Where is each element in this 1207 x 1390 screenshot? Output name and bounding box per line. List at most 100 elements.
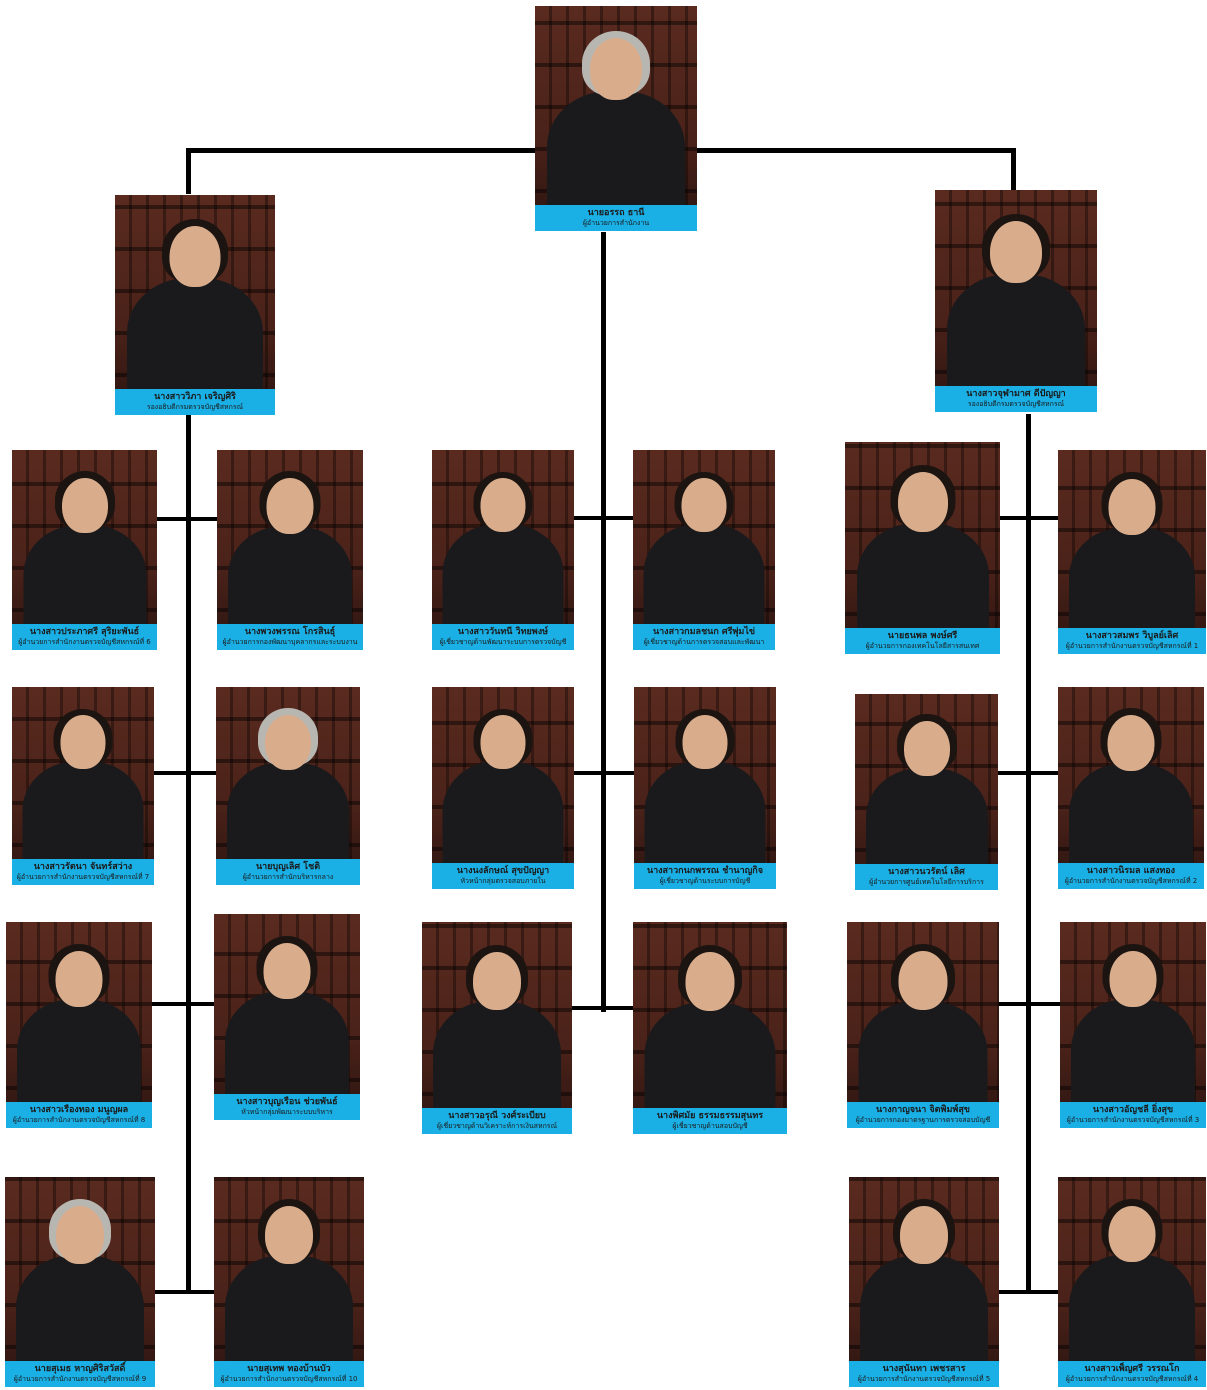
connector-center-row2 [572, 771, 636, 775]
person-position: ผู้อำนวยการสำนักงานตรวจบัญชีสหกรณ์ที่ 4 [1065, 1375, 1199, 1383]
person-position: ผู้อำนวยการสำนักงานตรวจบัญชีสหกรณ์ที่ 8 [12, 1116, 146, 1124]
portrait-photo [12, 450, 157, 650]
name-plate: นางสาวนิรมล แสงทองผู้อำนวยการสำนักงานตรว… [1058, 863, 1204, 889]
name-plate: นางนงลักษณ์ สุขปัญญาหัวหน้ากลุ่มตรวจสอบภ… [432, 863, 574, 889]
portrait-body [1069, 1254, 1195, 1370]
person-name: นายสุเทพ ทองบ้านบัว [247, 1364, 331, 1374]
portrait-body [947, 274, 1085, 396]
portrait-face [990, 221, 1042, 283]
name-plate: นางพิศมัย ธรรมธรรมสุนทรผู้เชี่ยวชาญด้านส… [633, 1108, 787, 1134]
org-card-p15: นางสาวเรืองทอง มนูญผลผู้อำนวยการสำนักงาน… [6, 922, 152, 1128]
org-card-p14: นางสาวนิรมล แสงทองผู้อำนวยการสำนักงานตรว… [1058, 687, 1204, 889]
portrait-face [898, 951, 948, 1010]
org-card-p19: นางกาญจนา จิตพิมพ์สุขผู้อำนวยการกองมาตรฐ… [847, 922, 999, 1128]
portrait-face [1109, 951, 1157, 1007]
portrait-body [228, 526, 352, 636]
person-name: นางสาวนวรัตน์ เลิศ [888, 867, 965, 877]
name-plate: นางพวงพรรณ โกรสินธุ์ผู้อำนวยการกองพัฒนาบ… [217, 624, 363, 650]
name-plate: นายสุเมธ หาญศิริสวัสดิ์ผู้อำนวยการสำนักง… [5, 1361, 155, 1387]
person-position: ผู้อำนวยการสำนักบริหารกลาง [242, 873, 334, 881]
portrait-face [55, 951, 103, 1007]
connector-right-row3 [998, 1002, 1060, 1006]
connector-right-row1 [998, 516, 1060, 520]
org-card-p2: นางสาวจุฬามาศ ดีปัญญารองอธิบดีกรมตรวจบัญ… [935, 190, 1097, 412]
name-plate: นายอรรถ ธานีผู้อำนวยการสำนักงาน [535, 205, 697, 231]
portrait-photo [422, 922, 572, 1134]
person-position: ผู้เชี่ยวชาญด้านวิเคราะห์การเงินสหกรณ์ [436, 1122, 558, 1130]
person-name: นางพิศมัย ธรรมธรรมสุนทร [656, 1111, 764, 1121]
portrait-photo [432, 687, 574, 889]
portrait-face [682, 715, 728, 769]
person-name: นางสาวเรืองทอง มนูญผล [29, 1105, 129, 1115]
connector-left-row2 [152, 771, 218, 775]
org-card-p21: นายสุเมธ หาญศิริสวัสดิ์ผู้อำนวยการสำนักง… [5, 1177, 155, 1387]
person-position: ผู้อำนวยการสำนักงานตรวจบัญชีสหกรณ์ที่ 9 [13, 1375, 147, 1383]
portrait-photo [535, 6, 697, 231]
person-position: ผู้อำนวยการสำนักงานตรวจบัญชีสหกรณ์ที่ 5 [857, 1375, 991, 1383]
person-position: ผู้อำนวยการสำนักงานตรวจบัญชีสหกรณ์ที่ 10 [220, 1375, 358, 1383]
person-name: นางกาญจนา จิตพิมพ์สุข [876, 1105, 970, 1115]
portrait-body [547, 91, 685, 215]
person-position: รองอธิบดีกรมตรวจบัญชีสหกรณ์ [967, 400, 1065, 408]
name-plate: นางสาวอัญชลี ยิ่งสุขผู้อำนวยการสำนักงานต… [1060, 1102, 1206, 1128]
person-position: ผู้อำนวยการสำนักงานตรวจบัญชีสหกรณ์ที่ 1 [1065, 642, 1199, 650]
portrait-body [16, 1255, 144, 1371]
person-position: รองอธิบดีกรมตรวจบัญชีสหกรณ์ [146, 403, 244, 411]
org-card-p20: นางสาวอัญชลี ยิ่งสุขผู้อำนวยการสำนักงานต… [1060, 922, 1206, 1128]
person-name: นางสุนันทา เพชรสาร [882, 1364, 966, 1374]
person-name: นางสาวนิรมล แสงทอง [1086, 866, 1176, 876]
portrait-body [643, 524, 765, 634]
connector-right-row2 [998, 771, 1060, 775]
portrait-body [644, 1002, 776, 1119]
portrait-face [681, 478, 727, 532]
connector-left-drop [186, 148, 191, 194]
person-position: ผู้เชี่ยวชาญด้านการตรวจสอบและพัฒนา [643, 638, 765, 646]
portrait-body [858, 1001, 988, 1114]
portrait-face [263, 943, 311, 999]
name-plate: นางสาวนวรัตน์ เลิศผู้อำนวยการศูนย์เทคโนโ… [855, 864, 998, 890]
portrait-body [227, 762, 349, 871]
name-plate: นางสาวจุฬามาศ ดีปัญญารองอธิบดีกรมตรวจบัญ… [935, 386, 1097, 412]
portrait-body [1069, 527, 1195, 639]
connector-left-row3 [152, 1002, 218, 1006]
portrait-face [61, 478, 108, 533]
person-name: นายธนพล พงษ์ศรี [887, 631, 958, 641]
person-name: นายสุเมธ หาญศิริสวัสดิ์ [34, 1364, 126, 1374]
connector-center-row1 [572, 516, 636, 520]
portrait-face [897, 472, 948, 532]
portrait-face [60, 715, 106, 769]
connector-right-row4 [998, 1290, 1060, 1294]
portrait-body [1071, 999, 1195, 1112]
org-card-p7: นายธนพล พงษ์ศรีผู้อำนวยการกองเทคโนโลยีสา… [845, 442, 1000, 654]
person-position: หัวหน้ากลุ่มพัฒนาระบบบริหาร [241, 1108, 333, 1116]
person-position: ผู้อำนวยการกองพัฒนาบุคลากรและระบบงาน [222, 638, 358, 646]
portrait-body [17, 999, 141, 1112]
org-card-p23: นางสุนันทา เพชรสารผู้อำนวยการสำนักงานตรว… [849, 1177, 999, 1387]
person-name: นางสาวสมพร วิบูลย์เลิศ [1085, 631, 1179, 641]
org-card-p16: นางสาวบุญเรือน ช่วยพันธ์หัวหน้ากลุ่มพัฒน… [214, 914, 360, 1120]
person-position: ผู้อำนวยการสำนักงาน [582, 219, 650, 227]
portrait-photo [935, 190, 1097, 412]
person-position: ผู้อำนวยการศูนย์เทคโนโลยีการบริการ [869, 878, 984, 886]
org-card-p24: นางสาวเพ็ญศรี วรรณโกผู้อำนวยการสำนักงานต… [1058, 1177, 1206, 1387]
name-plate: นางกาญจนา จิตพิมพ์สุขผู้อำนวยการกองมาตรฐ… [847, 1102, 999, 1128]
portrait-body [433, 1001, 561, 1118]
portrait-body [127, 278, 263, 399]
person-name: นางสาวบุญเรือน ช่วยพันธ์ [236, 1097, 338, 1107]
portrait-photo [1060, 922, 1206, 1128]
org-card-p17: นางสาวอรุณี วงศ์ระเบียบผู้เชี่ยวชาญด้านว… [422, 922, 572, 1134]
portrait-photo [633, 922, 787, 1134]
portrait-body [644, 761, 766, 872]
name-plate: นางสาวรัตนา จันทร์สว่างผู้อำนวยการสำนักง… [12, 859, 154, 885]
person-name: นางนงลักษณ์ สุขปัญญา [456, 866, 550, 876]
portrait-face [473, 952, 521, 1010]
portrait-photo [847, 922, 999, 1128]
connector-center-row3 [572, 1006, 636, 1010]
portrait-photo [845, 442, 1000, 654]
portrait-face [480, 715, 526, 769]
portrait-photo [855, 694, 998, 890]
portrait-face [169, 226, 221, 287]
portrait-face [1108, 479, 1156, 535]
portrait-face [1108, 1206, 1156, 1262]
org-card-p9: นางสาวรัตนา จันทร์สว่างผู้อำนวยการสำนักง… [12, 687, 154, 885]
